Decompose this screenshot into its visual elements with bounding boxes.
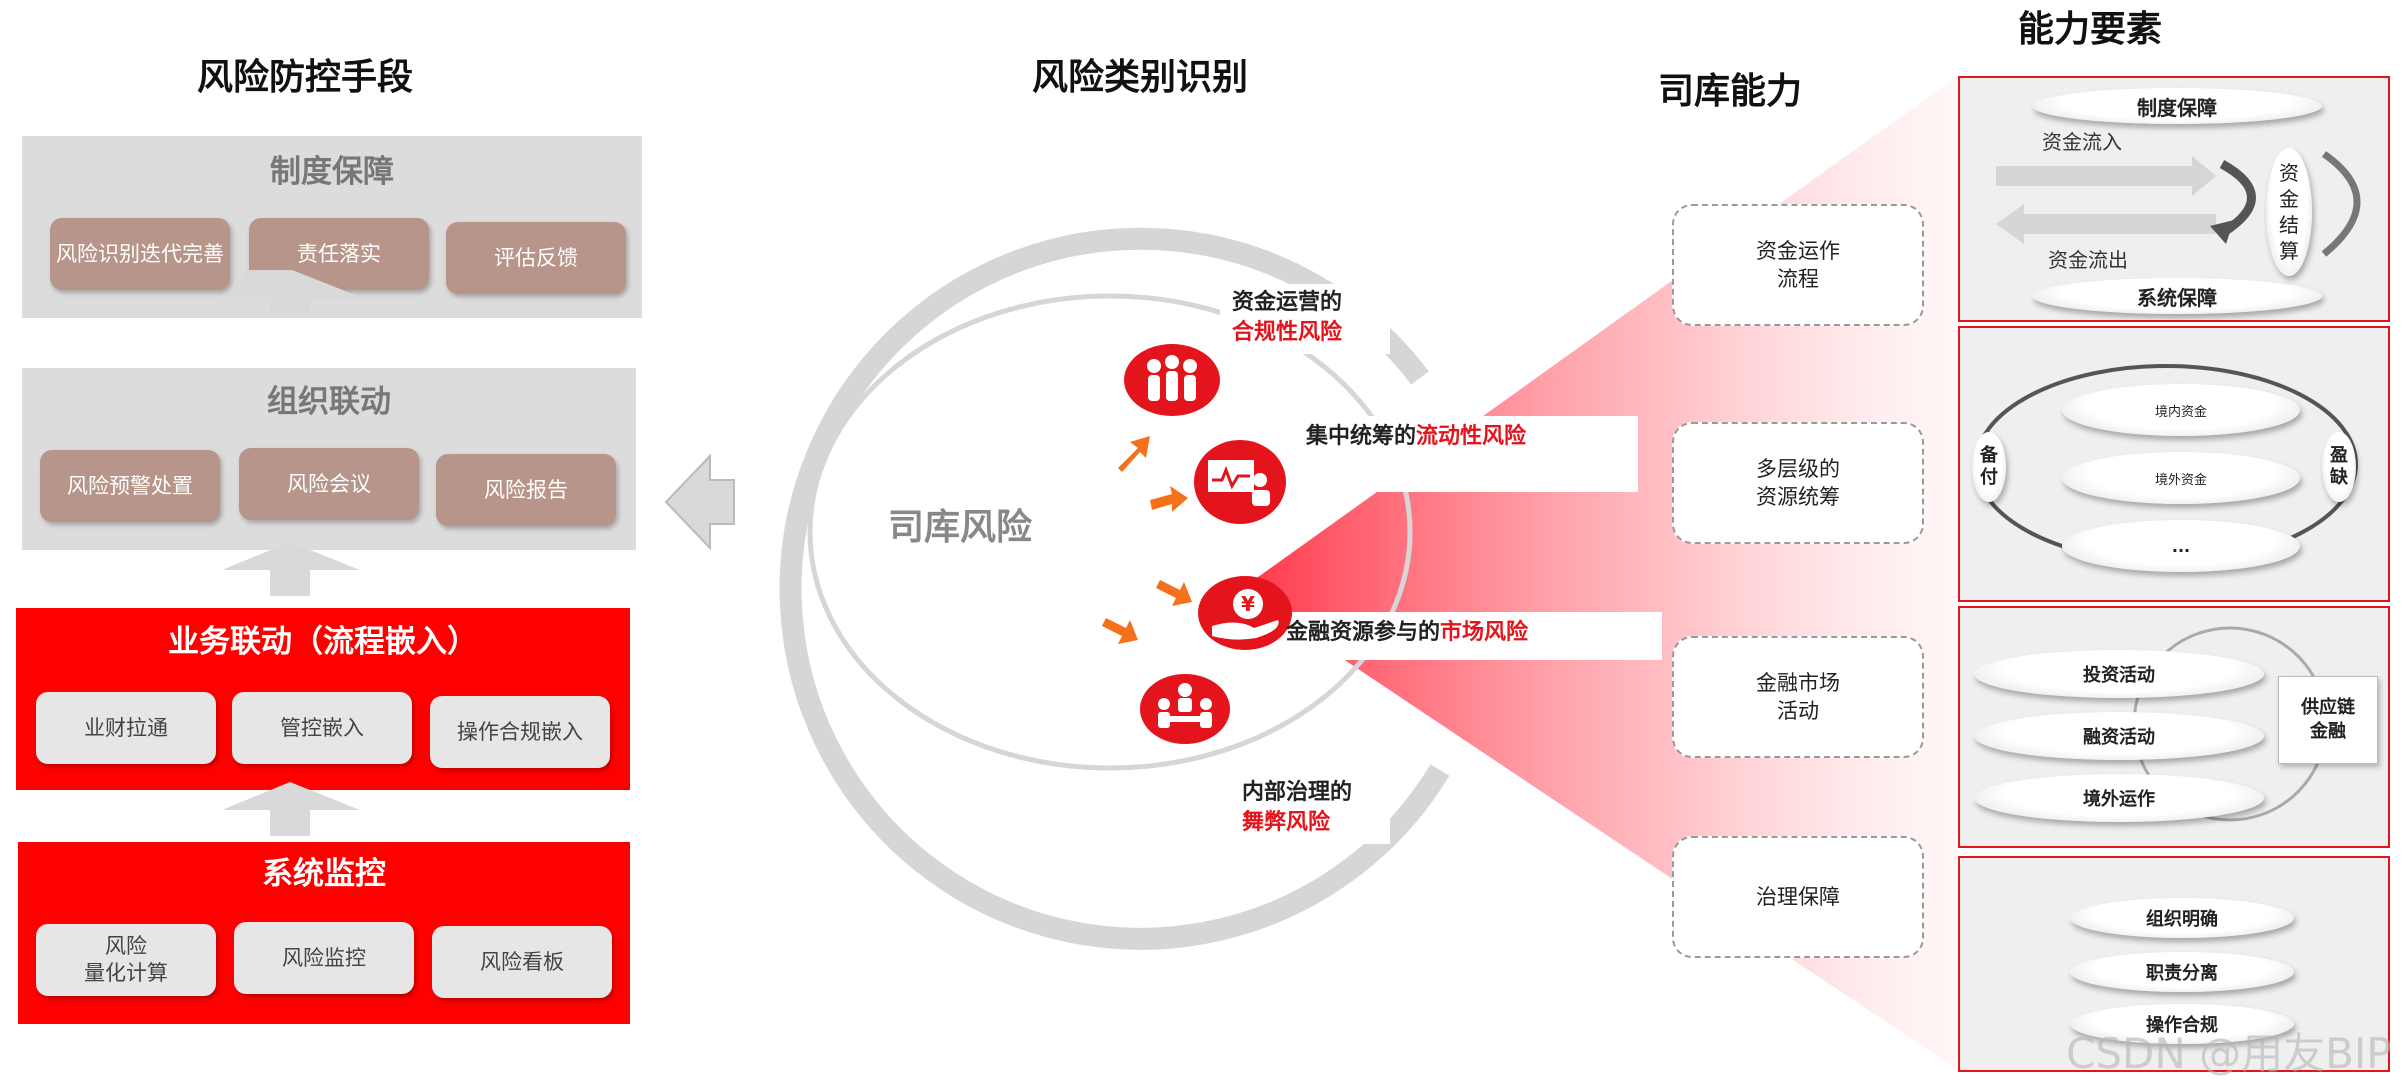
- item-compliance-embed: 操作合规嵌入: [430, 696, 610, 768]
- watermark: CSDN @用友BIP: [2066, 1029, 2392, 1078]
- orange-arrows: [1102, 436, 1192, 644]
- ellipse-org-clarity: 组织明确: [2070, 898, 2294, 938]
- curve-arrow: [2219, 160, 2256, 236]
- risk-highlight: 市场风险: [1440, 620, 1529, 645]
- element-box-market: 投资活动 融资活动 境外运作 供应链 金融: [1958, 606, 2390, 848]
- yuan-hand-icon: ¥: [1198, 576, 1292, 650]
- arrow-icon: [1102, 618, 1138, 644]
- risk-prefix: 内部治理的: [1242, 780, 1353, 805]
- item-evaluation: 评估反馈: [446, 222, 626, 294]
- arrow-icon: [1156, 580, 1192, 606]
- left-arrow-icon: [664, 453, 735, 551]
- ellipse-more: ...: [2062, 520, 2300, 572]
- arrow-icon: [1150, 486, 1188, 512]
- capability-fund-process: 资金运作 流程: [1672, 204, 1924, 326]
- curve-arrow-right: [2321, 151, 2361, 257]
- item-risk-monitor: 风险监控: [234, 922, 414, 994]
- risk-prefix: 金融资源参与的: [1286, 620, 1441, 645]
- item-risk-warning: 风险预警处置: [40, 450, 220, 522]
- item-risk-meeting: 风险会议: [239, 448, 419, 520]
- panel-business: 业务联动（流程嵌入） 业财拉通 管控嵌入 操作合规嵌入: [16, 608, 630, 790]
- panel-title: 制度保障: [270, 154, 394, 190]
- up-arrow-icon: [228, 270, 358, 312]
- svg-text:¥: ¥: [1241, 592, 1255, 616]
- up-arrow-icon: [222, 542, 360, 596]
- item-risk-report: 风险报告: [436, 454, 616, 526]
- element-box-resources: 备 付 盈 缺 境内资金 境外资金 ...: [1958, 326, 2390, 602]
- ellipse-institution: 制度保障: [2032, 88, 2322, 124]
- panel-institution: 制度保障 风险识别迭代完善 责任落实 评估反馈: [22, 136, 642, 318]
- connector-arrows: [222, 270, 735, 836]
- risk-liquidity-label: 集中统筹的流动性风险: [1306, 422, 1526, 452]
- risk-fraud-label: 内部治理的 舞弊风险: [1242, 778, 1352, 838]
- up-arrow-icon: [222, 782, 360, 836]
- panel-organization: 组织联动 风险预警处置 风险会议 风险报告: [22, 368, 636, 550]
- risk-highlight: 合规性风险: [1232, 320, 1343, 345]
- item-control-embed: 管控嵌入: [232, 692, 412, 764]
- flow-arrows: [1996, 151, 2361, 257]
- team-icon: [1124, 344, 1220, 416]
- section-title-risk-identification: 风险类别识别: [1031, 57, 1248, 98]
- item-risk-quant: 风险 量化计算: [36, 924, 216, 996]
- section-title-elements: 能力要素: [2017, 9, 2162, 50]
- label-reserve: 备 付: [1972, 432, 2006, 502]
- supply-chain-box: 供应链 金融: [2278, 676, 2378, 764]
- ellipse-duty-separation: 职责分离: [2070, 952, 2294, 992]
- risk-prefix: 资金运营的: [1232, 290, 1343, 315]
- item-risk-identification: 风险识别迭代完善: [50, 218, 230, 290]
- panel-title: 组织联动: [267, 384, 391, 420]
- ellipse-overseas: 境外资金: [2062, 452, 2300, 504]
- capability-governance: 治理保障: [1672, 836, 1924, 958]
- risk-market-label: 金融资源参与的市场风险: [1286, 618, 1528, 648]
- monitor-person-icon: [1194, 440, 1286, 524]
- item-risk-dashboard: 风险看板: [432, 926, 612, 998]
- risk-prefix: 集中统筹的: [1306, 424, 1417, 449]
- section-title-capability: 司库能力: [1657, 71, 1802, 112]
- section-title-risk-control: 风险防控手段: [196, 57, 413, 98]
- item-finance-integration: 业财拉通: [36, 692, 216, 764]
- ellipse-investment: 投资活动: [1974, 650, 2264, 698]
- arrow-icon: [1118, 436, 1150, 472]
- element-box-flow: 制度保障 资金流入 资金流出 资 金 结 算 系统保障: [1958, 76, 2390, 322]
- risk-highlight: 流动性风险: [1416, 424, 1527, 449]
- panel-title: 业务联动（流程嵌入）: [168, 624, 478, 660]
- center-label: 司库风险: [888, 507, 1033, 548]
- risk-highlight: 舞弊风险: [1242, 810, 1331, 835]
- ellipse-operation-compliance: 操作合规: [2070, 1004, 2294, 1044]
- panel-system: 系统监控 风险 量化计算 风险监控 风险看板: [18, 842, 630, 1024]
- risk-compliance-label: 资金运营的 合规性风险: [1232, 288, 1342, 348]
- capability-resource-coordination: 多层级的 资源统筹: [1672, 422, 1924, 544]
- capability-financial-market: 金融市场 活动: [1672, 636, 1924, 758]
- left-arrow-icon: [1996, 204, 2216, 244]
- ellipse-domestic: 境内资金: [2062, 384, 2300, 436]
- ellipse-system: 系统保障: [2032, 278, 2322, 314]
- settlement-label: 资 金 结 算: [2266, 148, 2312, 276]
- inner-ring: [807, 293, 1413, 771]
- meeting-icon: [1140, 674, 1230, 744]
- element-box-governance: 组织明确 职责分离 操作合规: [1958, 856, 2390, 1072]
- ellipse-overseas-ops: 境外运作: [1974, 774, 2264, 822]
- label-surplus: 盈 缺: [2322, 432, 2356, 502]
- inflow-label: 资金流入: [2042, 130, 2122, 154]
- ellipse-financing: 融资活动: [1974, 712, 2264, 760]
- right-arrow-icon: [1996, 156, 2216, 196]
- outflow-label: 资金流出: [2048, 248, 2128, 272]
- panel-title: 系统监控: [262, 856, 386, 892]
- outer-arc: [779, 227, 1450, 950]
